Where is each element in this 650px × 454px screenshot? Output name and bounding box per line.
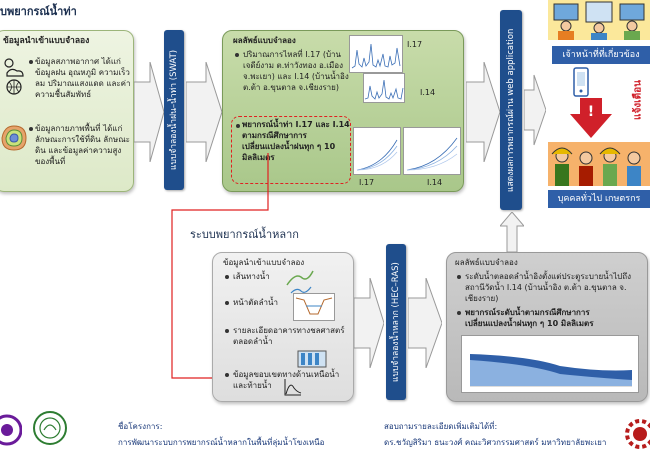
water-level-scenario-text: พยากรณ์ระดับน้ำตามกรณีศึกษาการ เปลี่ยนแป… — [465, 307, 649, 329]
structures-line-2: ตลอดลำน้ำ — [233, 337, 273, 346]
boundary-line-2: และท้ายน้ำ — [233, 381, 272, 390]
wl-scenario-line-2: เปลี่ยนแปลงน้ำฝนทุก ๆ 10 มิลลิเมตร — [465, 319, 594, 328]
scenario-line-1: พยากรณ์น้ำท่า I.17 และ I.14 — [242, 120, 350, 129]
water-surface-profile-thumbnail — [461, 335, 639, 393]
runoff-input-box: ข้อมูลนำเข้าแบบจำลอง ข้อมูลสภาพอากาศ ได้… — [0, 30, 134, 192]
flood-item-boundary: ข้อมูลขอบเขตทางด้านเหนือน้ำ และท้ายน้ำ — [233, 369, 339, 391]
officials-label: เจ้าหน้าที่ที่เกี่ยวข้อง — [552, 46, 650, 64]
terrain-line-3: ดิน และข้อมูลค่าความสูง — [35, 146, 122, 155]
label-i14-bottom: I.14 — [427, 178, 443, 187]
wl-scenario-line-1: พยากรณ์ระดับน้ำตามกรณีศึกษาการ — [465, 308, 590, 317]
scenario-line-4: มิลลิเมตร — [242, 153, 275, 162]
structures-line-1: รายละเอียดอาคารทางชลศาสตร์ — [233, 326, 345, 335]
water-level-description: ระดับน้ำตลอดลำน้ำอิงตั้งแต่ประตูระบายน้ำ… — [465, 271, 649, 304]
arrow-swat-to-result — [186, 62, 222, 162]
weather-line-4: ความชื้นสัมพัทธ์ — [35, 90, 92, 99]
public-label: บุคคลทั่วไป เกษตรกร — [548, 190, 650, 208]
water-level-line-2: สถานีวัดน้ำ I.14 (บ้านน้ำอิง ต.ต้า อ.ขุน… — [465, 283, 627, 292]
svg-text:!: ! — [588, 104, 594, 120]
warning-arrow-icon: ! — [570, 98, 612, 138]
bullet-dot — [236, 124, 240, 128]
swat-model-bar: แบบจำลองน้ำฝน–น้ำท่า (SWAT) — [164, 30, 184, 190]
flow-line-4: ต.ต้า อ.ขุนตาล จ.เชียงราย) — [243, 83, 339, 92]
weir-structure-icon — [297, 347, 327, 369]
project-label: ชื่อโครงการ: — [118, 422, 163, 431]
flood-result-title: ผลลัพธ์แบบจำลอง — [455, 258, 518, 267]
flood-item-waterway: เส้นทางน้ำ — [233, 272, 270, 281]
runoff-result-box: ผลลัพธ์แบบจำลอง ปริมาณการไหลที่ I.17 (บ้… — [222, 30, 464, 192]
flood-input-box: ข้อมูลนำเข้าแบบจำลอง เส้นทางน้ำ หน้าตัดล… — [212, 252, 354, 402]
label-i14-top: I.14 — [420, 88, 436, 97]
label-i17-top: I.17 — [407, 40, 423, 49]
flood-item-structures: รายละเอียดอาคารทางชลศาสตร์ ตลอดลำน้ำ — [233, 325, 344, 347]
arrow-result-to-web — [466, 62, 500, 162]
bullet-dot — [29, 127, 33, 131]
forecast-scenario-text: พยากรณ์น้ำท่า I.17 และ I.14 ตามกรณีศึกษา… — [242, 119, 354, 163]
warning-text: แจ้งเตือน — [632, 80, 644, 120]
water-level-line-1: ระดับน้ำตลอดลำน้ำอิงตั้งแต่ประตูระบายน้ำ… — [465, 272, 631, 281]
bullet-dot — [457, 275, 461, 279]
terrain-line-2: ลักษณะการใช้ที่ดิน ลักษณะ — [35, 135, 130, 144]
weather-line-3: ลม ปริมาณแสงแดด และค่า — [35, 79, 131, 88]
flow-description: ปริมาณการไหลที่ I.17 (บ้าน เจดีย์งาม ต.ท… — [243, 49, 355, 93]
phone-icon — [566, 66, 596, 100]
bullet-dot — [225, 301, 229, 305]
forecast-scenario-callout: พยากรณ์น้ำท่า I.17 และ I.14 ตามกรณีศึกษา… — [231, 116, 351, 184]
weather-line-2: ข้อมูลฝน อุณหภูมิ ความเร็ว — [35, 68, 130, 77]
hecras-model-bar: แบบจำลองน้ำหลาก (HEC–RAS) — [386, 244, 406, 400]
scenario-chart-i14 — [403, 127, 461, 175]
weather-line-1: ข้อมูลสภาพอากาศ ได้แก่ — [35, 57, 121, 66]
hydrograph-i14-thumbnail — [363, 73, 405, 103]
bullet-dot — [457, 311, 461, 315]
project-name: การพัฒนาระบบการพยากรณ์น้ำหลากในพื้นที่ลุ… — [118, 438, 325, 447]
arrow-web-to-users — [524, 74, 546, 146]
terrain-map-icon — [0, 123, 29, 153]
flow-line-3: จ.พะเยา) และ I.14 (บ้านน้ำอิง — [243, 72, 349, 81]
scenario-line-3: เปลี่ยนแปลงน้ำฝนทุก ๆ 10 — [242, 142, 336, 151]
terrain-line-1: ข้อมูลกายภาพพื้นที่ ได้แก่ — [35, 124, 123, 133]
faculty-logo — [32, 410, 68, 446]
flow-line-1: ปริมาณการไหลที่ I.17 (บ้าน — [243, 50, 341, 59]
public-illustration — [548, 142, 650, 186]
scenario-line-2: ตามกรณีศึกษาการ — [242, 131, 307, 140]
label-i17-bottom: I.17 — [359, 178, 375, 187]
runoff-input-title: ข้อมูลนำเข้าแบบจำลอง — [3, 36, 90, 46]
flood-section-title: ระบบพยากรณ์น้ำหลาก — [190, 228, 299, 241]
hydrograph-i17-thumbnail — [349, 35, 403, 73]
cross-section-thumbnail — [293, 293, 335, 321]
bullet-dot — [235, 53, 239, 57]
arrow-flood-result-to-web — [500, 212, 524, 252]
contact-name: ดร.ชวัญสิริมา ธนะวงศ์ คณะวิศวกรรมศาสตร์ … — [384, 438, 607, 447]
arrow-hec-to-result — [408, 278, 442, 368]
officials-illustration — [548, 0, 650, 40]
river-network-icon — [285, 267, 315, 297]
hydrograph-boundary-icon — [283, 377, 303, 397]
weather-data-text: ข้อมูลสภาพอากาศ ได้แก่ ข้อมูลฝน อุณหภูมิ… — [35, 56, 135, 100]
flow-line-2: เจดีย์งาม ต.ท่าวังทอง อ.เมือง — [243, 61, 344, 70]
hecras-model-label: แบบจำลองน้ำหลาก (HEC–RAS) — [391, 262, 401, 382]
water-level-line-3: เชียงราย) — [465, 294, 499, 303]
bullet-dot — [29, 60, 33, 64]
warning-label: แจ้งเตือน — [628, 70, 648, 130]
web-app-label: แสดงผลการพยากรณ์ผ่าน web application — [506, 28, 516, 192]
boundary-line-1: ข้อมูลขอบเขตทางด้านเหนือน้ำ — [233, 370, 340, 379]
terrain-line-4: ของพื้นที่ — [35, 157, 66, 166]
flood-item-cross-section: หน้าตัดลำน้ำ — [233, 298, 278, 307]
flood-input-title: ข้อมูลนำเข้าแบบจำลอง — [223, 258, 305, 267]
arrow-flood-input-to-hec — [354, 278, 384, 368]
engineering-gear-logo — [622, 412, 650, 450]
bullet-dot — [225, 329, 229, 333]
runoff-result-title: ผลลัพธ์แบบจำลอง — [233, 36, 296, 45]
bullet-dot — [225, 275, 229, 279]
bullet-dot — [225, 373, 229, 377]
university-logo-left — [0, 408, 23, 448]
weather-icon — [1, 57, 27, 99]
scenario-chart-i17 — [353, 127, 401, 175]
arrow-input-to-swat — [134, 62, 164, 162]
terrain-data-text: ข้อมูลกายภาพพื้นที่ ได้แก่ ลักษณะการใช้ท… — [35, 123, 135, 167]
runoff-section-title: บพยากรณ์น้ำท่า — [0, 5, 77, 18]
contact-label: สอบถามรายละเอียดเพิ่มเติมได้ที่: — [384, 422, 498, 431]
web-app-bar: แสดงผลการพยากรณ์ผ่าน web application — [500, 10, 522, 210]
flood-result-box: ผลลัพธ์แบบจำลอง ระดับน้ำตลอดลำน้ำอิงตั้ง… — [446, 252, 648, 402]
